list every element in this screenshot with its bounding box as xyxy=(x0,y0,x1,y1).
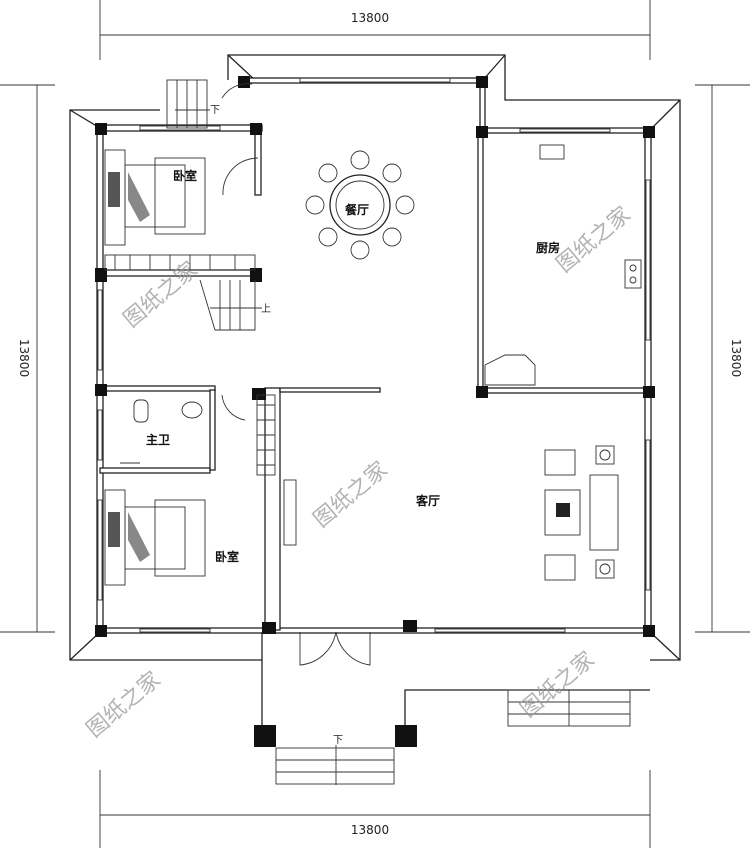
stair-mark-down-top: 下 xyxy=(210,105,220,116)
closet-wardrobe xyxy=(256,394,276,476)
bed-top xyxy=(104,149,206,246)
stair-mark-down-front: 下 xyxy=(333,735,343,746)
kitchen-fixtures xyxy=(484,144,642,386)
room-label-bedroom-top: 卧室 xyxy=(173,168,197,183)
bathroom-fixtures xyxy=(120,399,203,464)
dimension-top: 13800 xyxy=(351,11,389,25)
room-label-living: 客厅 xyxy=(415,493,440,508)
dimension-right: 13800 xyxy=(729,339,743,377)
dimension-left: 13800 xyxy=(17,339,31,377)
watermark: 图纸之家 xyxy=(516,647,599,723)
watermark: 图纸之家 xyxy=(82,667,165,743)
doors xyxy=(221,83,371,666)
windows xyxy=(97,77,651,633)
watermark: 图纸之家 xyxy=(552,202,635,278)
room-label-dining: 餐厅 xyxy=(345,202,369,217)
room-label-master-bath: 主卫 xyxy=(146,432,170,447)
room-label-kitchen: 厨房 xyxy=(536,240,560,255)
bed-bottom xyxy=(104,489,206,586)
watermark: 图纸之家 xyxy=(119,257,202,333)
dining-table xyxy=(305,150,415,260)
interior-staircase xyxy=(104,254,262,331)
porch xyxy=(254,632,650,785)
watermark: 图纸之家 xyxy=(309,457,392,533)
walls xyxy=(95,76,655,637)
dimension-bottom: 13800 xyxy=(351,823,389,837)
stair-top-exterior xyxy=(166,79,210,129)
room-label-bedroom-bottom: 卧室 xyxy=(215,549,239,564)
stair-mark-up: 上 xyxy=(261,303,271,315)
living-room-sofa-set xyxy=(283,445,619,581)
